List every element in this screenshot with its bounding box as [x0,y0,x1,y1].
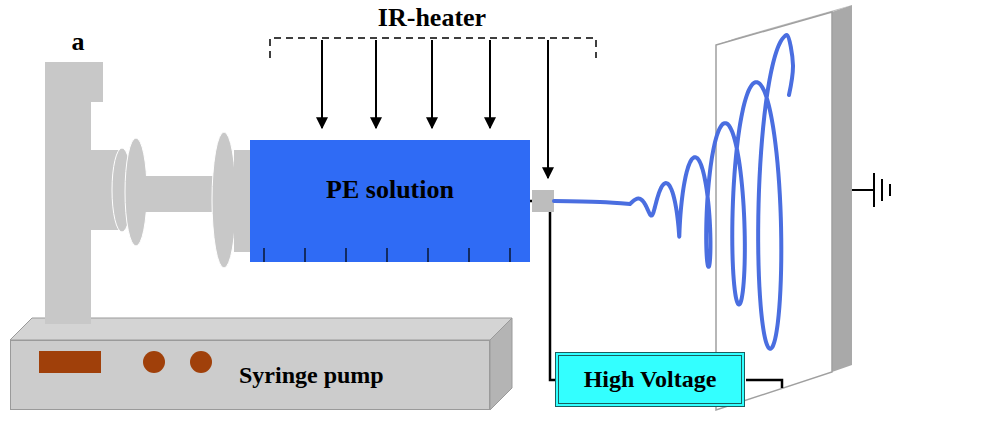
scale-tick [427,248,428,262]
pump-button [190,351,212,373]
wire [530,201,555,380]
collector-edge [832,5,852,372]
figure-label: a [72,28,85,57]
pump-controls [11,341,231,411]
scale-tick [509,248,510,262]
scale-tick [345,248,346,262]
syringe-barrel: PE solution [250,140,530,262]
node-text: Syringe pump [239,362,384,388]
plunger-rod [140,176,224,212]
fiber-jet [554,35,793,349]
pump-side-face [490,318,512,410]
ground-symbol [852,173,890,207]
scale-tick [304,248,305,262]
heater-label: IR-heater [378,4,486,33]
syringe-pump: Syringe pump [10,340,490,410]
plunger-head [234,150,250,252]
power-supply: High Voltage [555,352,745,407]
scale-tick [468,248,469,262]
plunger-flange [212,132,236,268]
node-text: PE solution [326,176,454,205]
node-text: High Voltage [584,366,717,392]
pump-display [39,351,101,373]
ground-wire [746,380,782,388]
needle [532,190,554,212]
scale-tick [386,248,387,262]
pump-button [143,351,165,373]
scale-tick [263,248,264,262]
stand-head [45,62,103,102]
